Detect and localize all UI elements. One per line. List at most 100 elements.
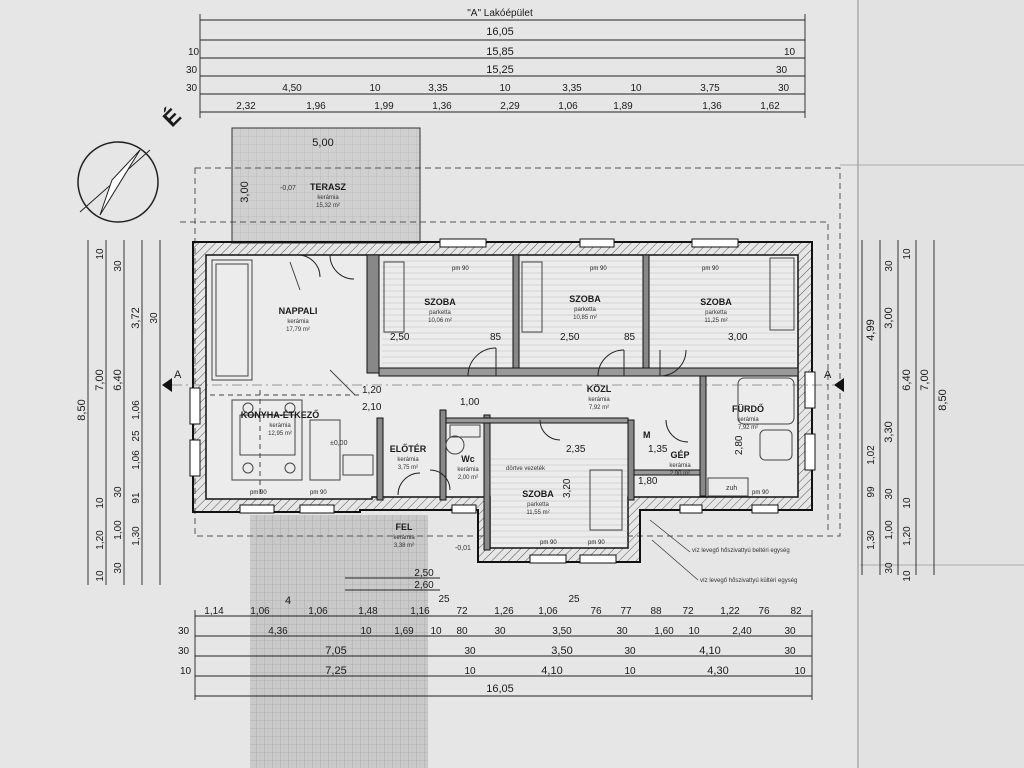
top-dim-total: 16,05 (486, 26, 514, 38)
rd-l: 2,80 (734, 435, 745, 455)
top-dim-r4-1: 1,96 (306, 101, 326, 112)
bd-total: 16,05 (486, 683, 514, 695)
room-konyha-sub1: kerámia (269, 423, 291, 429)
bd-misc-1: 2,60 (414, 580, 434, 591)
right-dim-2: 6,40 (901, 369, 913, 390)
terrace-level: -0,07 (280, 185, 296, 192)
left-dim-2: 6,40 (112, 369, 124, 390)
bathroom-fixtures (445, 377, 795, 497)
room-szoba2-sub1: parketta (574, 307, 596, 313)
right-dim-7: 99 (866, 486, 877, 498)
bd-r0-8: 76 (590, 606, 602, 617)
top-dim-r4-7: 1,36 (702, 101, 722, 112)
note-indoor-unit: víz levegő hőszivattyú beltéri egység (692, 548, 790, 554)
left-dim-0: 8,50 (76, 399, 88, 420)
bd-r3-4: 10 (624, 666, 636, 677)
room-fel-level: -0,01 (455, 545, 471, 552)
rd-k: 3,20 (562, 478, 573, 498)
room-szoba2-name: SZOBA (569, 294, 601, 304)
room-szoba4-sub2: 11,55 m² (526, 510, 549, 516)
rd-i: 2,35 (566, 444, 586, 455)
bd-r0-7: 1,06 (538, 606, 558, 617)
left-dim-6: 1,06 (131, 450, 142, 470)
room-furdo-name: FÜRDŐ (732, 403, 764, 414)
bd-r3-1: 7,25 (325, 665, 346, 677)
room-szoba1-name: SZOBA (424, 297, 456, 307)
bd-r1-11: 2,40 (732, 626, 752, 637)
top-dim-r1-a: 10 (188, 47, 200, 58)
windows (189, 238, 816, 564)
right-dim-13: 30 (884, 488, 895, 500)
right-dim-14: 10 (902, 497, 913, 509)
window-label-1: pm 90 (452, 266, 469, 272)
right-dim-11: 30 (884, 260, 895, 272)
bd-r1-3: 1,69 (394, 626, 414, 637)
bd-r3-3: 4,10 (541, 665, 562, 677)
right-dim-10: 1,20 (902, 526, 913, 546)
bd-r1-0: 30 (178, 626, 190, 637)
room-szoba4-name: SZOBA (522, 489, 554, 499)
bd-r0-13: 76 (758, 606, 770, 617)
top-dim-r3-7: 3,75 (700, 83, 720, 94)
room-wc-sub1: kerámia (457, 467, 479, 473)
top-dim-r1-b: 15,85 (486, 46, 514, 58)
room-kozl-name: KÖZL (587, 384, 612, 394)
bd-r2-6: 30 (784, 646, 796, 657)
top-dim-r4-4: 2,29 (500, 101, 520, 112)
rd-g: 2,10 (362, 402, 382, 413)
bd-r1-8: 30 (616, 626, 628, 637)
top-dim-r1-c: 10 (784, 47, 796, 58)
window-label-6: pm 90 (540, 540, 557, 546)
terrace-dim-h: 3,00 (239, 181, 251, 202)
room-konyha-level: ±0,00 (330, 440, 348, 447)
rd-a: 2,50 (390, 332, 410, 343)
room-fel-sub2: 3,38 m² (394, 543, 414, 549)
right-dim-5: 3,30 (883, 421, 895, 442)
right-dim-3: 3,00 (883, 307, 895, 328)
top-dim-r3-6: 10 (630, 83, 642, 94)
section-label-left: A (174, 369, 182, 381)
room-furdo-sub2: 7,92 m² (738, 425, 758, 431)
section-label-right: A (824, 369, 832, 381)
room-wc-name: Wc (461, 454, 475, 464)
window-label-2: pm 90 (590, 266, 607, 272)
room-furdo-sub1: kerámia (737, 417, 759, 423)
bd-misc-2: 25 (438, 594, 450, 605)
bd-r2-3: 3,50 (551, 645, 572, 657)
terrace-sub2: 15,32 m² (316, 203, 340, 209)
rd-d: 85 (624, 332, 636, 343)
room-kozl-sub2: 7,92 m² (589, 405, 609, 411)
driveway-paving (250, 515, 428, 768)
compass-icon (77, 141, 159, 223)
top-dim-r3-1: 4,50 (282, 83, 302, 94)
bottom-dim-lines (194, 577, 813, 700)
right-dim-6: 1,02 (866, 445, 877, 465)
bd-r3-2: 10 (464, 666, 476, 677)
bd-r1-5: 80 (456, 626, 468, 637)
right-dim-16: 10 (902, 570, 913, 582)
room-konyha-name: KONYHA-ÉTKEZŐ (241, 409, 320, 420)
bd-r2-0: 30 (178, 646, 190, 657)
left-dim-8: 1,00 (113, 520, 124, 540)
top-dim-r2-c: 30 (776, 65, 788, 76)
terrace-paving (232, 128, 420, 243)
bd-misc-0: 2,50 (414, 568, 434, 579)
terrace-dim-w: 5,00 (312, 137, 333, 149)
bd-r1-10: 10 (688, 626, 700, 637)
section-markers (162, 378, 844, 392)
window-label-3: pm 90 (702, 266, 719, 272)
drawing-title: "A" Lakóépület (467, 8, 533, 19)
top-dim-r4-2: 1,99 (374, 101, 394, 112)
bd-r1-4: 10 (430, 626, 442, 637)
rd-j: 1,80 (638, 476, 658, 487)
rd-e: 3,00 (728, 332, 748, 343)
bd-r0-1: 1,06 (250, 606, 270, 617)
room-fel-name: FEL (396, 522, 414, 532)
room-szoba3-name: SZOBA (700, 297, 732, 307)
bd-r1-1: 4,36 (268, 626, 288, 637)
right-dim-1: 7,00 (919, 369, 931, 390)
room-gep-name: GÉP (670, 450, 689, 460)
terrace-name: TERASZ (310, 182, 347, 192)
left-dim-4: 1,06 (131, 400, 142, 420)
